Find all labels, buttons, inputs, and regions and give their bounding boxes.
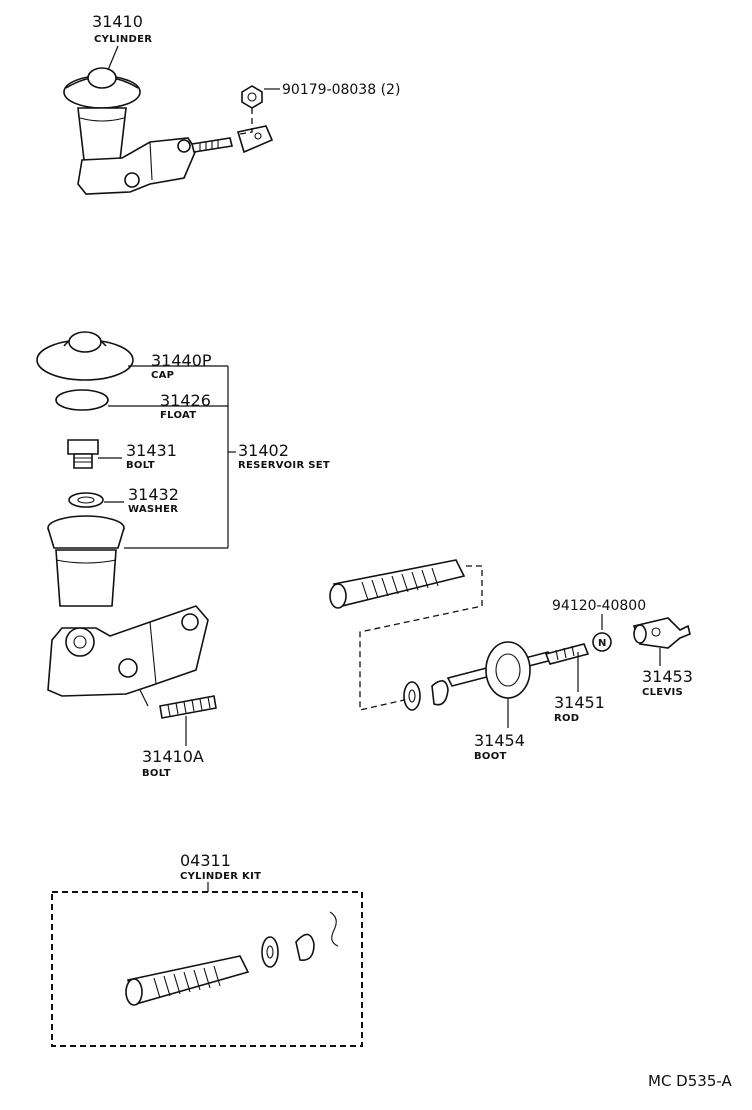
part-number-94120-40800: 94120-40800 — [552, 598, 646, 614]
part-number-31426: 31426 — [160, 391, 211, 410]
part-number-31410A: 31410A — [142, 747, 204, 766]
part-number-31451: 31451 — [554, 693, 605, 712]
diagram-code: MC D535-A — [648, 1072, 732, 1090]
part-number-31402: 31402 — [238, 441, 289, 460]
pin-symbol-letter: N — [598, 638, 607, 649]
part-number-31432: 31432 — [128, 485, 179, 504]
part-number-04311: 04311 — [180, 851, 231, 870]
cylinder-assembly-drawing — [63, 67, 274, 195]
cylinder-kit-box — [51, 891, 363, 1047]
part-number-31454: 31454 — [474, 731, 525, 750]
part-name-cylinder-kit: CYLINDER KIT — [180, 871, 261, 882]
part-name-rod: ROD — [554, 713, 579, 724]
cylinder-body-drawing — [47, 605, 209, 697]
part-name-clevis: CLEVIS — [642, 687, 683, 698]
pin-symbol-circle — [592, 632, 612, 652]
part-name-reservoir-set: RESERVOIR SET — [238, 460, 330, 471]
part-number-90179-08038: 90179-08038 (2) — [282, 82, 400, 98]
cap-drawing — [36, 331, 134, 381]
part-name-bolt-31431: BOLT — [126, 460, 155, 471]
part-number-31431: 31431 — [126, 441, 177, 460]
clevis-drawing — [632, 617, 691, 649]
reservoir-drawing — [47, 515, 125, 607]
part-name-washer: WASHER — [128, 504, 178, 515]
boot-drawing — [485, 641, 531, 699]
snap-ring-drawing — [403, 680, 449, 711]
part-number-31410: 31410 — [92, 12, 143, 31]
part-name-cylinder: CYLINDER — [94, 34, 152, 45]
stud-bolt-drawing — [159, 695, 217, 719]
piston-drawing — [329, 559, 466, 609]
reservoir-bolt-drawing — [67, 439, 99, 469]
nut-drawing — [241, 85, 263, 109]
part-name-float: FLOAT — [160, 410, 196, 421]
part-name-cap: CAP — [151, 370, 174, 381]
part-number-31453: 31453 — [642, 667, 693, 686]
washer-drawing — [68, 492, 104, 508]
cylinder-kit-parts-drawing — [125, 911, 339, 1006]
part-number-31440P: 31440P — [151, 351, 212, 370]
float-drawing — [55, 389, 109, 411]
part-name-boot: BOOT — [474, 751, 507, 762]
part-name-bolt-31410A: BOLT — [142, 768, 171, 779]
